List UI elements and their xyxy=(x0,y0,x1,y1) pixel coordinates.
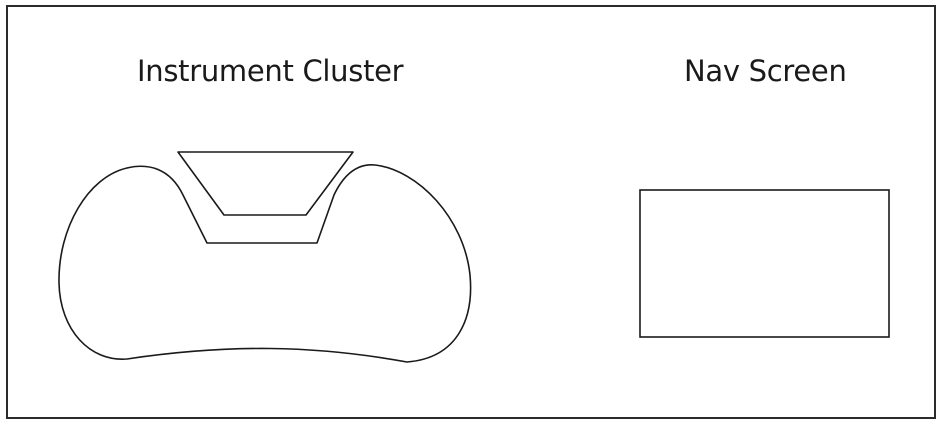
diagram-frame xyxy=(6,5,936,419)
nav-screen-label: Nav Screen xyxy=(684,54,847,88)
instrument-cluster-upper-display xyxy=(177,151,354,216)
instrument-cluster-label: Instrument Cluster xyxy=(137,54,404,88)
instrument-cluster-shape xyxy=(58,164,472,363)
nav-screen-shape xyxy=(639,189,890,338)
